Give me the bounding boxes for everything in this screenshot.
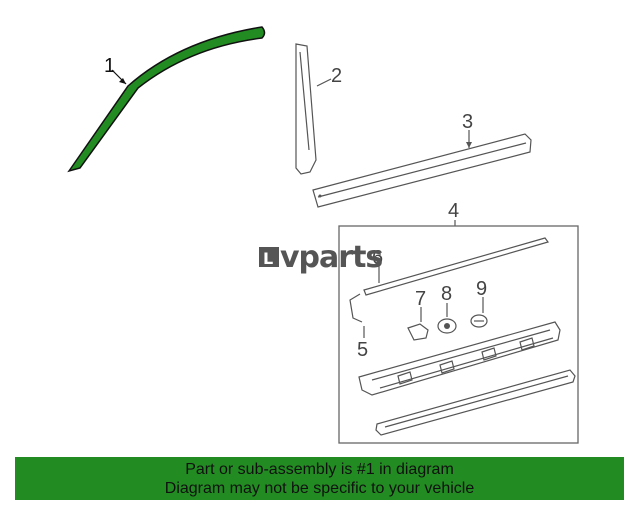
callout-8: 8 [441,283,452,305]
callout-4: 4 [448,200,459,222]
parts-diagram: 1 2 3 4 6 5 7 8 9 [67,26,579,444]
callout-7: 7 [415,288,426,310]
callout-5: 5 [357,339,368,361]
info-banner: Part or sub-assembly is #1 in diagram Di… [15,457,624,500]
watermark-brand-text: vparts [280,240,382,275]
callout-3: 3 [462,111,473,133]
part-8-clip[interactable] [437,318,457,334]
part-3-rocker-moulding[interactable] [312,133,532,208]
callout-9: 9 [476,278,487,300]
banner-line-2: Diagram may not be specific to your vehi… [164,480,475,497]
evparts-watermark: L vparts [259,240,383,275]
callout-2: 2 [331,65,342,87]
part-7-clip[interactable] [407,323,429,341]
leader-2 [316,78,332,87]
part-4-assembly-box[interactable] [338,225,579,444]
part-4-garnish-lower [375,369,576,436]
part-4-garnish-upper [358,321,561,396]
callout-6: 6 [372,247,383,269]
part-5-clip[interactable] [349,293,363,323]
part-9-screw[interactable] [470,314,488,328]
banner-line-1: Part or sub-assembly is #1 in diagram [185,461,454,478]
arrow-3 [466,142,472,148]
part-2-pillar-garnish[interactable] [295,43,317,175]
part-6-strip[interactable] [363,237,550,296]
watermark-logo-letter: L [263,249,273,268]
part-1-moulding[interactable] [67,26,266,173]
arrow-1 [119,78,126,84]
callout-1: 1 [104,55,115,77]
